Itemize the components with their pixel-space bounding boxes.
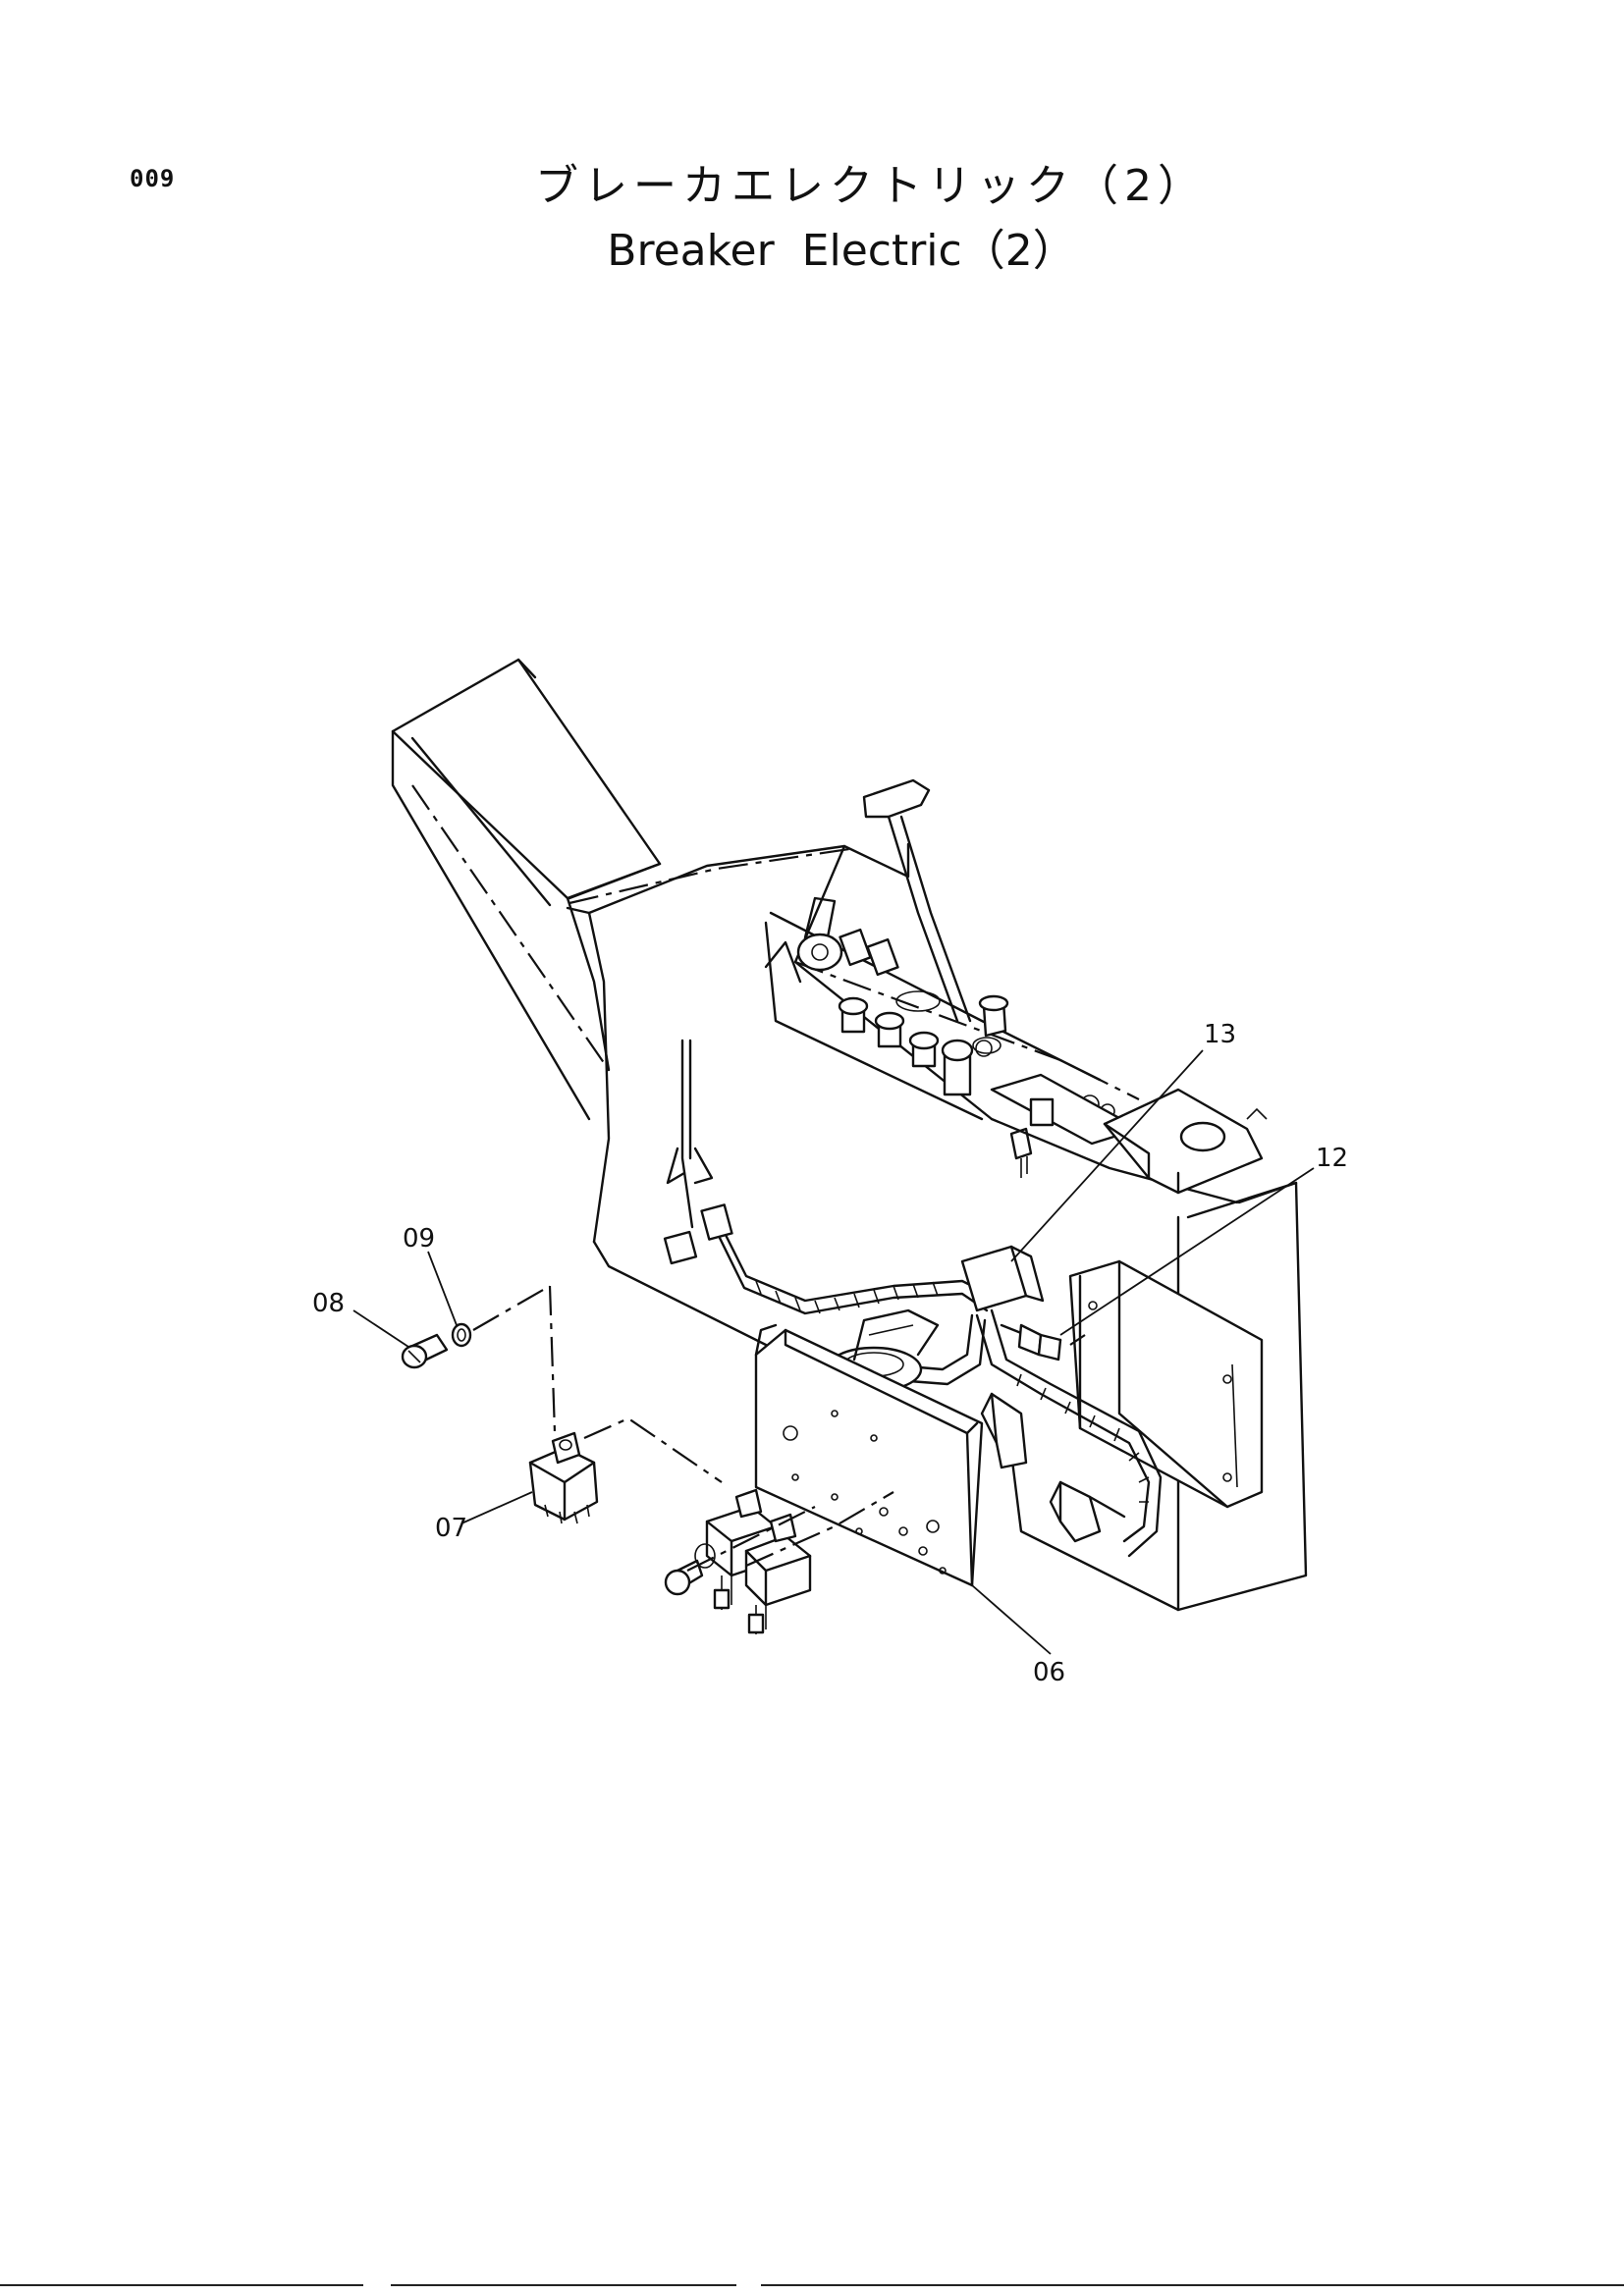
armrest-console-shell bbox=[391, 658, 1239, 1347]
callout-06: 06 bbox=[1033, 1658, 1065, 1687]
callout-13: 13 bbox=[1204, 1020, 1236, 1049]
leader-lines bbox=[352, 1049, 1315, 1655]
page-title-japanese: ブレーカエレクトリック（2） bbox=[535, 161, 1207, 211]
knob-row bbox=[838, 996, 974, 1096]
mounting-bracket bbox=[754, 1323, 984, 1587]
bottom-rule-right bbox=[761, 2284, 1624, 2286]
callout-12: 12 bbox=[1316, 1144, 1348, 1173]
callout-08: 08 bbox=[312, 1289, 345, 1318]
washer-09 bbox=[451, 1322, 472, 1348]
right-console-box bbox=[1009, 1181, 1308, 1612]
switch-panel bbox=[764, 896, 1141, 1178]
relay-pair bbox=[664, 1488, 812, 1634]
control-lever bbox=[862, 778, 1009, 1057]
relay-07 bbox=[528, 1431, 599, 1524]
assembly-lines bbox=[472, 1285, 1086, 1572]
terminal-cover bbox=[1103, 1088, 1268, 1195]
callout-07: 07 bbox=[435, 1514, 467, 1543]
callout-09: 09 bbox=[403, 1224, 435, 1254]
bolt-08 bbox=[401, 1333, 449, 1369]
title-block: ブレーカエレクトリック（2） Breaker Electric（2） bbox=[0, 157, 1624, 281]
page-title-english: Breaker Electric（2） bbox=[607, 226, 1076, 276]
bottom-rule-left bbox=[0, 2284, 363, 2286]
bottom-rule-middle bbox=[391, 2284, 736, 2286]
page-number: 009 bbox=[130, 165, 176, 192]
